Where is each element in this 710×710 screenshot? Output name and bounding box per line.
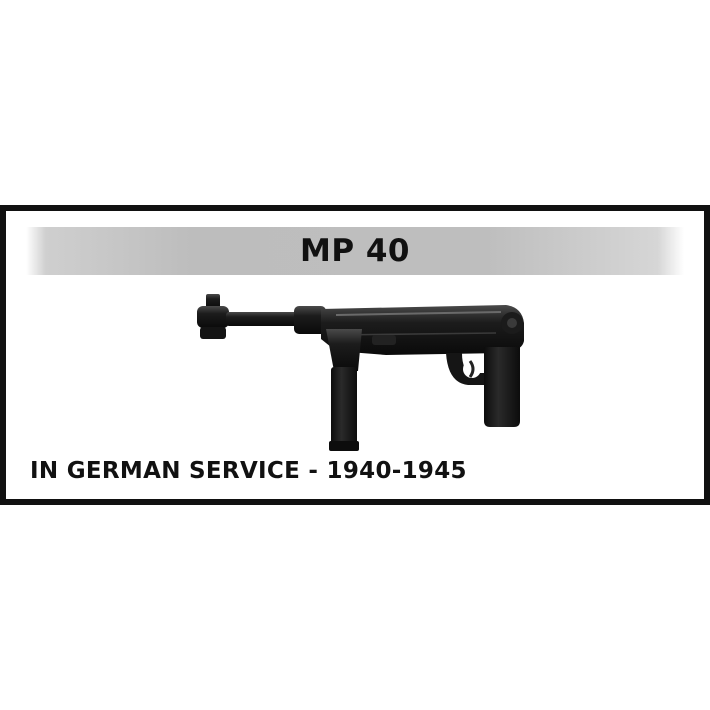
info-card: MP 40 xyxy=(0,205,710,505)
card-title: MP 40 xyxy=(299,233,410,269)
submachine-gun-icon xyxy=(197,294,524,451)
service-period: IN GERMAN SERVICE - 1940-1945 xyxy=(30,458,467,484)
title-band: MP 40 xyxy=(26,227,684,275)
